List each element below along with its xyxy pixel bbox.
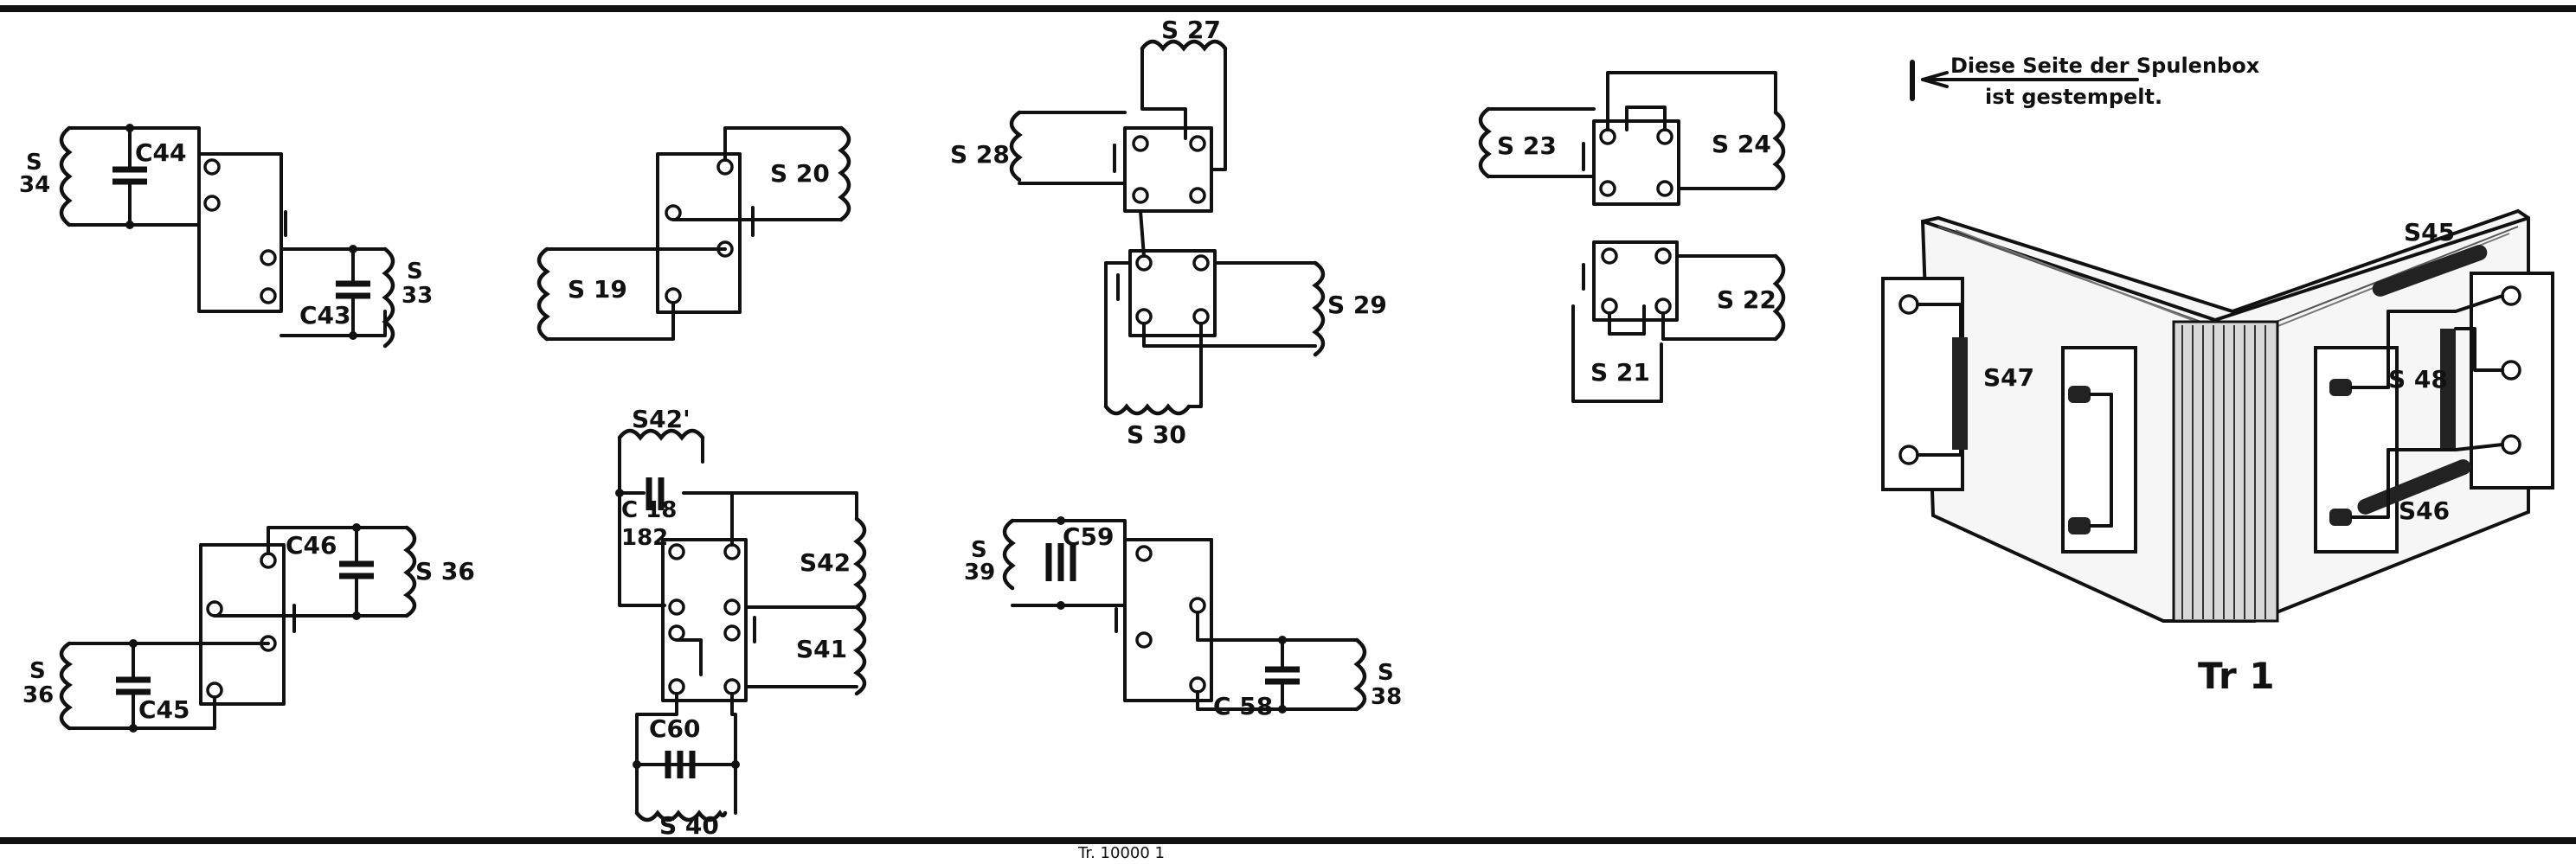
- coil-s46: [2357, 459, 2471, 515]
- circuit-s27-s30: [1009, 39, 1326, 416]
- circuit-s36-s35: [59, 523, 417, 733]
- circuit-s39-s38: [1002, 516, 1367, 714]
- label-tr1: Tr 1: [2198, 655, 2275, 697]
- circuit-s20-s19: [536, 125, 851, 342]
- label-s20: S 20: [770, 159, 830, 188]
- circuit-s34-s33: [59, 124, 395, 349]
- label-s23: S 23: [1497, 131, 1557, 160]
- coil-box-tr1: [1881, 208, 2554, 623]
- label-s45: S45: [2404, 218, 2455, 246]
- label-s41: S41: [796, 635, 847, 663]
- coil-s48: [2440, 329, 2456, 450]
- footer-text: Tr. 10000 1: [1077, 844, 1165, 861]
- label-c18: C 18: [621, 497, 677, 523]
- label-s30: S 30: [1127, 420, 1186, 449]
- label-s46: S46: [2399, 496, 2450, 525]
- label-s48: S 48: [2388, 365, 2448, 394]
- label-s22: S 22: [1717, 285, 1776, 314]
- label-s47: S47: [1983, 363, 2034, 392]
- label-c46: C46: [286, 531, 337, 560]
- label-s42-prime: S42': [632, 405, 691, 433]
- circuit-s23-s21: [1478, 71, 1786, 403]
- label-c58: C 58: [1213, 692, 1273, 720]
- label-s42: S42: [800, 548, 851, 577]
- bottom-border-rule: [0, 837, 2576, 844]
- label-s24: S 24: [1712, 130, 1771, 158]
- label-c43: C43: [299, 301, 351, 330]
- top-border-rule: [0, 5, 2576, 12]
- label-s29: S 29: [1327, 291, 1387, 319]
- note-line-1: Diese Seite der Spulenbox: [1950, 54, 2260, 78]
- circuit-s42-s40: [615, 428, 867, 822]
- label-c59: C59: [1063, 522, 1115, 551]
- note-line-2: ist gestempelt.: [1985, 85, 2162, 109]
- label-s27: S 27: [1161, 16, 1221, 44]
- label-s21: S 21: [1590, 358, 1650, 387]
- label-c60: C60: [649, 714, 701, 743]
- label-c45: C45: [138, 695, 190, 724]
- coil-box-spine: [2172, 320, 2279, 623]
- label-s28: S 28: [950, 140, 1010, 169]
- coil-s45: [2372, 245, 2488, 297]
- label-s40: S 40: [659, 811, 719, 840]
- label-182: 182: [621, 525, 668, 551]
- label-s36: S 36: [415, 557, 475, 586]
- label-c44: C44: [135, 138, 187, 167]
- label-s19: S 19: [568, 275, 627, 304]
- stamp-note: Diese Seite der Spulenbox ist gestempelt…: [1910, 54, 2260, 109]
